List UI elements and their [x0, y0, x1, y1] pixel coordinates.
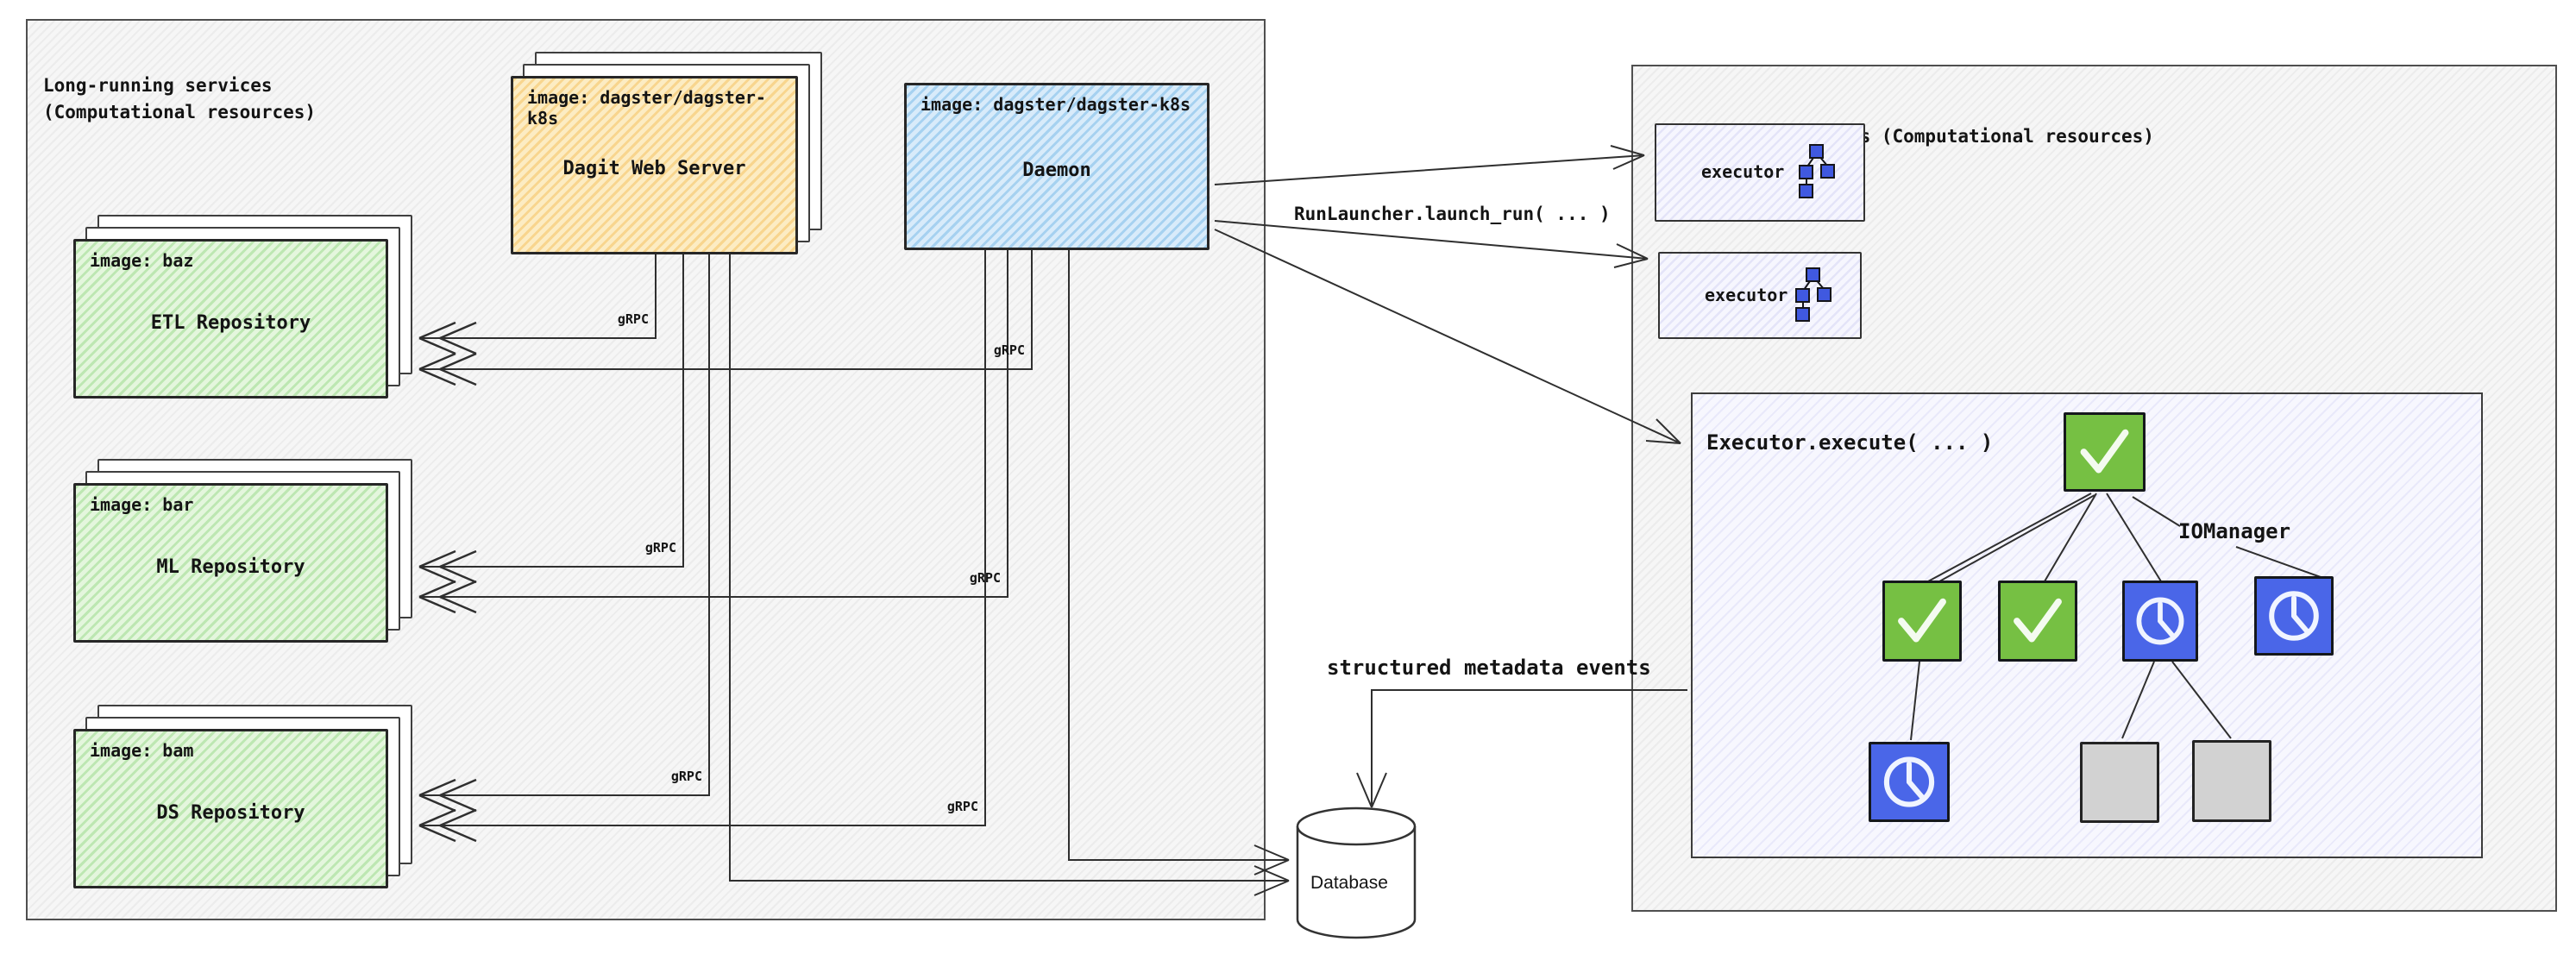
step-node-check: [2064, 412, 2146, 492]
run-launcher-label: RunLauncher.launch_run( ... ): [1294, 204, 1611, 224]
step-node-clock: [2254, 576, 2334, 656]
step-node-pending: [2080, 742, 2159, 823]
image-label: image: bam: [90, 740, 194, 761]
step-node-clock: [2122, 581, 2198, 662]
image-label: image: dagster/dagster-k8s: [527, 87, 766, 129]
step-node-clock: [1869, 742, 1950, 822]
daemon-name: Daemon: [1022, 160, 1091, 182]
executor-card-2: executor: [1658, 252, 1862, 339]
dagit-web-server-card: image: dagster/dagster-k8s Dagit Web Ser…: [511, 76, 798, 254]
grpc-label: gRPC: [969, 570, 1001, 586]
image-label: image: baz: [90, 250, 194, 271]
step-node-check: [1882, 581, 1962, 662]
repository-name: ETL Repository: [150, 312, 311, 335]
image-label: image: dagster/dagster-k8s: [920, 94, 1191, 115]
dagit-web-server-stack: image: dagster/dagster-k8s Dagit Web Ser…: [511, 52, 822, 254]
launch-arrow-executor1: [1214, 145, 1645, 185]
ml-repository-card: image: bar ML Repository: [73, 483, 388, 643]
ml-repository-stack: image: bar ML Repository: [73, 459, 412, 643]
executor-label: executor: [1701, 161, 1785, 183]
executor-label: executor: [1705, 284, 1788, 305]
etl-repository-stack: image: baz ETL Repository: [73, 215, 412, 399]
repository-name: ML Repository: [156, 556, 305, 579]
step-node-check: [1998, 581, 2077, 662]
database-label: Database: [1310, 873, 1388, 893]
executor-execute-title: Executor.execute( ... ): [1706, 430, 1994, 455]
grpc-label: gRPC: [670, 769, 702, 784]
launch-arrow-executor2: [1214, 220, 1649, 268]
launch-arrow-execute-box: [1214, 229, 1681, 444]
executor-card-1: executor: [1655, 123, 1865, 222]
image-label: image: bar: [90, 494, 194, 515]
mini-dag-icon: [1793, 267, 1834, 325]
metadata-events-label: structured metadata events: [1327, 656, 1651, 680]
dagit-name: Dagit Web Server: [562, 158, 746, 180]
mini-dag-icon: [1796, 143, 1838, 202]
grpc-label: gRPC: [993, 342, 1025, 358]
repository-name: DS Repository: [156, 802, 305, 825]
ds-repository-stack: image: bam DS Repository: [73, 705, 412, 888]
ds-repository-card: image: bam DS Repository: [73, 729, 388, 888]
left-panel-title: Long-running services (Computational res…: [43, 75, 317, 122]
grpc-label: gRPC: [644, 540, 676, 555]
grpc-label: gRPC: [946, 799, 978, 814]
daemon-card: image: dagster/dagster-k8s Daemon: [904, 83, 1209, 250]
grpc-label: gRPC: [617, 311, 649, 327]
etl-repository-card: image: baz ETL Repository: [73, 239, 388, 399]
iomanager-label: IOManager: [2178, 519, 2291, 543]
step-node-pending: [2192, 740, 2271, 822]
